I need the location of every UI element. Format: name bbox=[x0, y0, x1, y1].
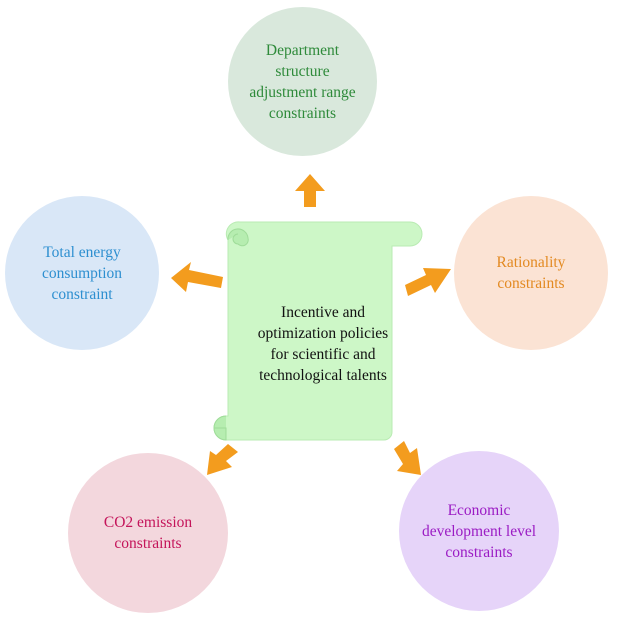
node-total-energy: Total energy consumption constraint bbox=[5, 196, 159, 350]
node-label: Total energy consumption constraint bbox=[41, 243, 123, 303]
arrow-down-right bbox=[394, 441, 421, 475]
node-economic-development: Economic development level constraints bbox=[399, 451, 559, 611]
node-label: Economic development level constraints bbox=[421, 501, 537, 561]
node-label: Rationality constraints bbox=[496, 254, 566, 292]
arrow-up bbox=[295, 174, 325, 207]
scroll-curl-top bbox=[227, 228, 249, 247]
node-label: CO2 emission constraints bbox=[103, 514, 193, 552]
node-rationality: Rationality constraints bbox=[454, 196, 608, 350]
arrow-left bbox=[171, 262, 223, 292]
center-scroll bbox=[213, 221, 423, 441]
node-co2-emission: CO2 emission constraints bbox=[68, 453, 228, 613]
node-department-structure: Department structure adjustment range co… bbox=[228, 7, 377, 156]
arrow-down-left bbox=[207, 444, 238, 475]
scroll-curl-bottom bbox=[213, 415, 227, 441]
arrow-right bbox=[405, 268, 451, 296]
node-label: Department structure adjustment range co… bbox=[249, 41, 356, 122]
center-label: Incentive and optimization policies for … bbox=[257, 304, 389, 384]
